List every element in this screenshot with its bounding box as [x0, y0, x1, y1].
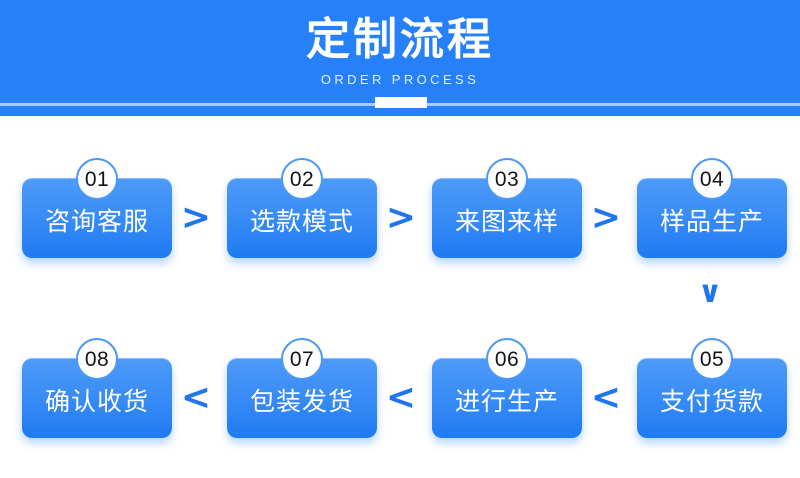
chevron-right-icon-3: > — [590, 197, 622, 238]
flow-step-04-box[interactable]: 样品生产 — [637, 178, 787, 258]
chevron-right-icon-1: > — [180, 197, 212, 238]
chevron-left-icon-3: < — [590, 377, 622, 418]
flow-row-bottom: 确认收货 08 < 包装发货 07 < 进行生产 — [0, 338, 800, 442]
flow-step-07-box[interactable]: 包装发货 — [227, 358, 377, 438]
flow-step-08-box[interactable]: 确认收货 — [22, 358, 172, 438]
flow-step-07-number: 07 — [289, 347, 315, 371]
header-notch-marker — [375, 97, 427, 108]
chevron-left-icon-1: < — [180, 377, 212, 418]
header-banner: 定制流程 ORDER PROCESS — [0, 0, 800, 116]
flow-step-06[interactable]: 进行生产 06 — [432, 338, 582, 438]
flow-step-08-label: 确认收货 — [44, 387, 149, 416]
page-subtitle: ORDER PROCESS — [320, 72, 480, 87]
flow-step-01-badge: 01 — [76, 158, 118, 200]
flow-step-06-number: 06 — [494, 347, 520, 371]
flow-area: 咨询客服 01 > 选款模式 02 > 来图来样 — [0, 116, 800, 478]
flow-step-01-number: 01 — [84, 167, 110, 191]
flow-step-04-badge: 04 — [691, 158, 733, 200]
flow-step-07[interactable]: 包装发货 07 — [227, 338, 377, 438]
flow-step-07-label: 包装发货 — [249, 387, 354, 416]
flow-step-07-badge: 07 — [281, 338, 323, 380]
flow-step-04-label: 样品生产 — [659, 207, 764, 236]
flow-step-01-label: 咨询客服 — [44, 207, 149, 236]
flow-step-06-badge: 06 — [486, 338, 528, 380]
flow-step-08-number: 08 — [84, 347, 110, 371]
header-base-band — [0, 106, 800, 116]
flow-row-top: 咨询客服 01 > 选款模式 02 > 来图来样 — [0, 158, 800, 262]
flow-step-02-badge: 02 — [281, 158, 323, 200]
flow-step-05-number: 05 — [699, 347, 725, 371]
flow-step-03[interactable]: 来图来样 03 — [432, 158, 582, 258]
chevron-left-icon-2: < — [385, 377, 417, 418]
flow-step-05-badge: 05 — [691, 338, 733, 380]
flow-step-08[interactable]: 确认收货 08 — [22, 338, 172, 438]
flow-step-02-label: 选款模式 — [249, 207, 354, 236]
flow-step-04-number: 04 — [699, 167, 725, 191]
page-title: 定制流程 — [306, 14, 494, 65]
chevron-down-icon: ∨ — [697, 275, 723, 310]
flow-step-01[interactable]: 咨询客服 01 — [22, 158, 172, 258]
flow-step-04[interactable]: 样品生产 04 — [637, 158, 787, 258]
chevron-right-icon-2: > — [385, 197, 417, 238]
flow-step-03-label: 来图来样 — [454, 207, 559, 236]
flow-step-05[interactable]: 支付货款 05 — [637, 338, 787, 438]
flow-step-03-badge: 03 — [486, 158, 528, 200]
flow-step-02[interactable]: 选款模式 02 — [227, 158, 377, 258]
flow-step-05-label: 支付货款 — [659, 387, 764, 416]
flow-step-08-badge: 08 — [76, 338, 118, 380]
flow-step-06-label: 进行生产 — [454, 387, 559, 416]
flow-step-02-number: 02 — [289, 167, 315, 191]
flow-step-03-number: 03 — [494, 167, 520, 191]
